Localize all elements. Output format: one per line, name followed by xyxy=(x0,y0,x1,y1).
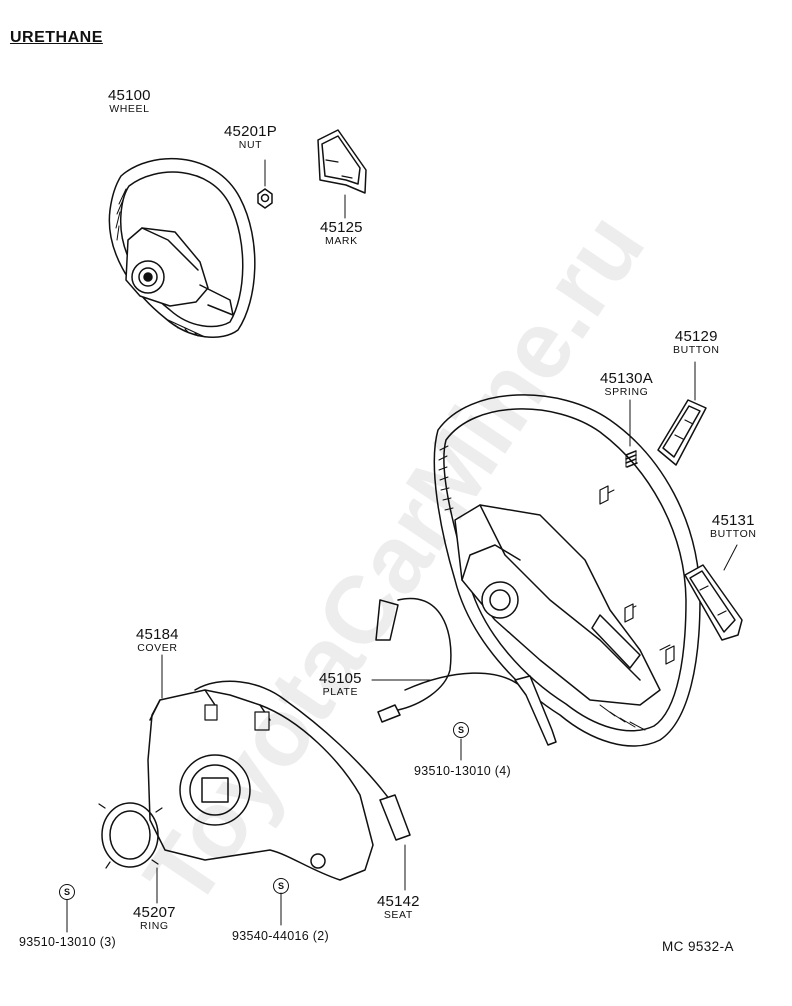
part-number: 45130A xyxy=(600,370,653,387)
part-name: BUTTON xyxy=(673,344,720,356)
part-name: BUTTON xyxy=(710,528,757,540)
part-number: 45142 xyxy=(377,893,420,910)
part-number: 45125 xyxy=(320,219,363,236)
part-label-button-upper: 45129 BUTTON xyxy=(673,329,720,356)
part-number: 45201P xyxy=(224,123,277,140)
part-label-spring: 45130A SPRING xyxy=(600,371,653,398)
part-name: SPRING xyxy=(604,386,649,398)
standard-part-symbol: S xyxy=(453,722,469,738)
part-label-cover: 45184 COVER xyxy=(136,627,179,654)
part-name: SEAT xyxy=(383,909,413,921)
standard-part-symbol: S xyxy=(59,884,75,900)
part-label-button-lower: 45131 BUTTON xyxy=(710,513,757,540)
part-label-nut: 45201P NUT xyxy=(224,124,277,151)
part-number: 45184 xyxy=(136,626,179,643)
part-label-plate: 45105 PLATE xyxy=(319,671,362,698)
cover-part xyxy=(147,654,411,881)
part-number: 45129 xyxy=(674,328,718,345)
part-label-seat: 45142 SEAT xyxy=(377,894,420,921)
nut-part xyxy=(257,159,273,209)
part-label-wheel: 45100 WHEEL xyxy=(108,88,151,115)
part-name: RING xyxy=(140,920,169,932)
part-number: 45131 xyxy=(711,512,755,529)
plate-harness xyxy=(371,597,557,746)
part-name: NUT xyxy=(238,139,263,151)
button-part-lower xyxy=(684,544,743,641)
standard-part-ref: 93540-44016 (2) xyxy=(232,929,329,943)
diagram-code: MC 9532-A xyxy=(662,939,734,954)
part-name: COVER xyxy=(137,642,178,654)
part-number: 45207 xyxy=(133,904,176,921)
part-number: 45100 xyxy=(108,87,151,104)
part-label-ring: 45207 RING xyxy=(133,905,176,932)
part-name: PLATE xyxy=(322,686,359,698)
standard-part-ref: 93510-13010 (4) xyxy=(414,764,511,778)
large-steering-wheel xyxy=(433,394,701,747)
standard-part-symbol: S xyxy=(273,878,289,894)
spring-part xyxy=(625,399,638,468)
standard-part-ref: 93510-13010 (3) xyxy=(19,935,116,949)
page-title: URETHANE xyxy=(10,29,103,46)
mark-part xyxy=(317,129,367,219)
button-part-upper xyxy=(657,361,707,466)
small-steering-wheel xyxy=(108,158,256,339)
part-name: MARK xyxy=(324,235,358,247)
part-number: 45105 xyxy=(319,670,362,687)
part-label-mark: 45125 MARK xyxy=(320,220,363,247)
ring-part xyxy=(98,802,163,904)
part-name: WHEEL xyxy=(109,103,150,115)
